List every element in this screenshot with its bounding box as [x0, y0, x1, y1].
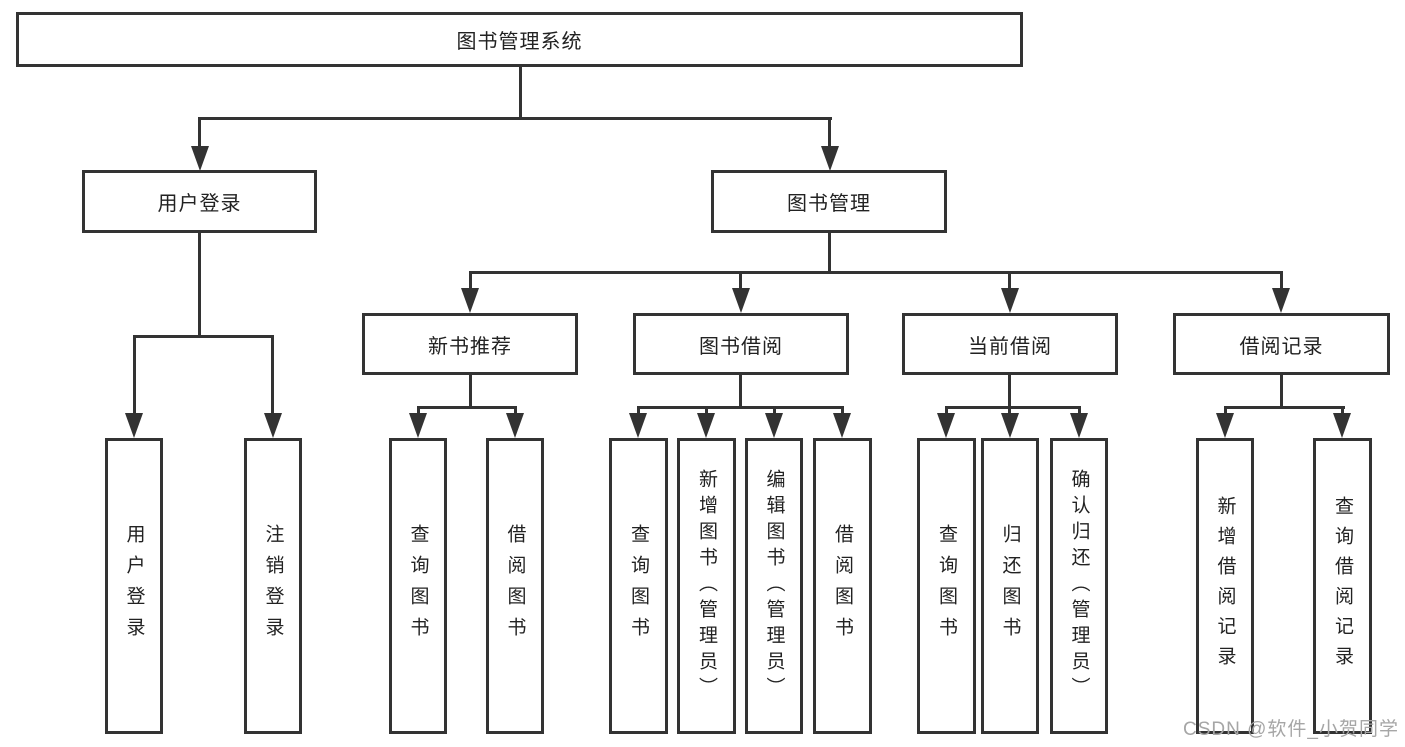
leaf-label: 查询借阅记录 — [1332, 496, 1353, 676]
connector-line — [198, 117, 832, 120]
connector-line — [519, 66, 522, 119]
leaf-label: 新增图书（管理员） — [696, 469, 717, 703]
leaf-borrow-books-recommend: 借阅图书 — [486, 438, 544, 734]
node-library-system: 图书管理系统 — [16, 12, 1023, 67]
connector-line — [828, 117, 831, 148]
arrow-down-icon — [506, 413, 524, 438]
leaf-confirm-return-admin: 确认归还（管理员） — [1050, 438, 1108, 734]
leaf-borrow-books: 借阅图书 — [813, 438, 872, 734]
connector-line — [198, 233, 201, 337]
node-label: 借阅记录 — [1239, 335, 1324, 358]
connector-line — [773, 406, 776, 416]
connector-line — [637, 406, 640, 416]
node-book-borrow: 图书借阅 — [633, 313, 849, 375]
node-label: 用户登录 — [157, 193, 242, 215]
connector-line — [514, 406, 517, 416]
connector-line — [469, 271, 472, 290]
connector-line — [271, 335, 274, 415]
leaf-label: 用户登录 — [123, 524, 145, 648]
connector-line — [1280, 271, 1283, 290]
connector-line — [1224, 406, 1227, 416]
node-borrow-records: 借阅记录 — [1173, 313, 1390, 375]
leaf-label: 归还图书 — [999, 524, 1021, 648]
connector-line — [469, 375, 472, 408]
connector-line — [945, 406, 948, 416]
leaf-label: 确认归还（管理员） — [1068, 469, 1090, 703]
leaf-add-borrow-record: 新增借阅记录 — [1196, 438, 1254, 734]
connector-line — [739, 271, 742, 290]
csdn-watermark: CSDN @软件_小贺同学 — [1183, 719, 1399, 740]
leaf-label: 编辑图书（管理员） — [763, 469, 785, 703]
connector-line — [469, 271, 1283, 274]
leaf-label: 借阅图书 — [504, 524, 526, 648]
arrow-down-icon — [125, 413, 143, 438]
arrow-down-icon — [1001, 413, 1019, 438]
connector-line — [1008, 271, 1011, 290]
arrow-down-icon — [1216, 413, 1234, 438]
leaf-logout: 注销登录 — [244, 438, 302, 734]
arrow-down-icon — [697, 413, 715, 438]
arrow-down-icon — [821, 146, 839, 171]
leaf-label: 借阅图书 — [832, 524, 853, 648]
connector-line — [1224, 406, 1345, 409]
connector-line — [133, 335, 136, 415]
connector-line — [1008, 406, 1011, 416]
leaf-label: 查询图书 — [407, 524, 429, 648]
leaf-edit-books-admin: 编辑图书（管理员） — [745, 438, 803, 734]
node-book-management: 图书管理 — [711, 170, 947, 233]
connector-line — [739, 375, 742, 408]
leaf-label: 注销登录 — [262, 524, 284, 648]
connector-line — [841, 406, 844, 416]
leaf-query-books-borrow: 查询图书 — [609, 438, 668, 734]
arrow-down-icon — [1070, 413, 1088, 438]
connector-line — [637, 406, 844, 409]
leaf-label: 查询图书 — [936, 524, 957, 648]
connector-line — [133, 335, 274, 338]
leaf-add-books-admin: 新增图书（管理员） — [677, 438, 736, 734]
node-current-borrow: 当前借阅 — [902, 313, 1118, 375]
connector-line — [417, 406, 420, 416]
leaf-return-books: 归还图书 — [981, 438, 1039, 734]
node-label: 新书推荐 — [428, 335, 512, 358]
arrow-down-icon — [732, 288, 750, 313]
leaf-query-borrow-record: 查询借阅记录 — [1313, 438, 1372, 734]
node-label: 图书管理 — [787, 193, 871, 215]
arrow-down-icon — [833, 413, 851, 438]
connector-line — [1341, 406, 1344, 416]
arrow-down-icon — [1001, 288, 1019, 313]
leaf-label: 新增借阅记录 — [1214, 496, 1236, 676]
connector-line — [198, 117, 201, 148]
leaf-query-books-current: 查询图书 — [917, 438, 976, 734]
arrow-down-icon — [264, 413, 282, 438]
connector-line — [945, 406, 1081, 409]
connector-line — [1008, 375, 1011, 408]
node-label: 当前借阅 — [968, 335, 1052, 358]
arrow-down-icon — [629, 413, 647, 438]
leaf-user-login: 用户登录 — [105, 438, 163, 734]
arrow-down-icon — [765, 413, 783, 438]
arrow-down-icon — [1333, 413, 1351, 438]
connector-line — [1280, 375, 1283, 408]
arrow-down-icon — [1272, 288, 1290, 313]
node-new-book-recommend: 新书推荐 — [362, 313, 578, 375]
arrow-down-icon — [461, 288, 479, 313]
leaf-label: 查询图书 — [628, 524, 649, 648]
arrow-down-icon — [191, 146, 209, 171]
connector-line — [828, 233, 831, 273]
leaf-query-books-recommend: 查询图书 — [389, 438, 447, 734]
connector-line — [417, 406, 517, 409]
node-user-login: 用户登录 — [82, 170, 317, 233]
connector-line — [1078, 406, 1081, 416]
node-label: 图书管理系统 — [456, 31, 583, 53]
arrow-down-icon — [409, 413, 427, 438]
arrow-down-icon — [937, 413, 955, 438]
node-label: 图书借阅 — [699, 335, 783, 358]
connector-line — [705, 406, 708, 416]
